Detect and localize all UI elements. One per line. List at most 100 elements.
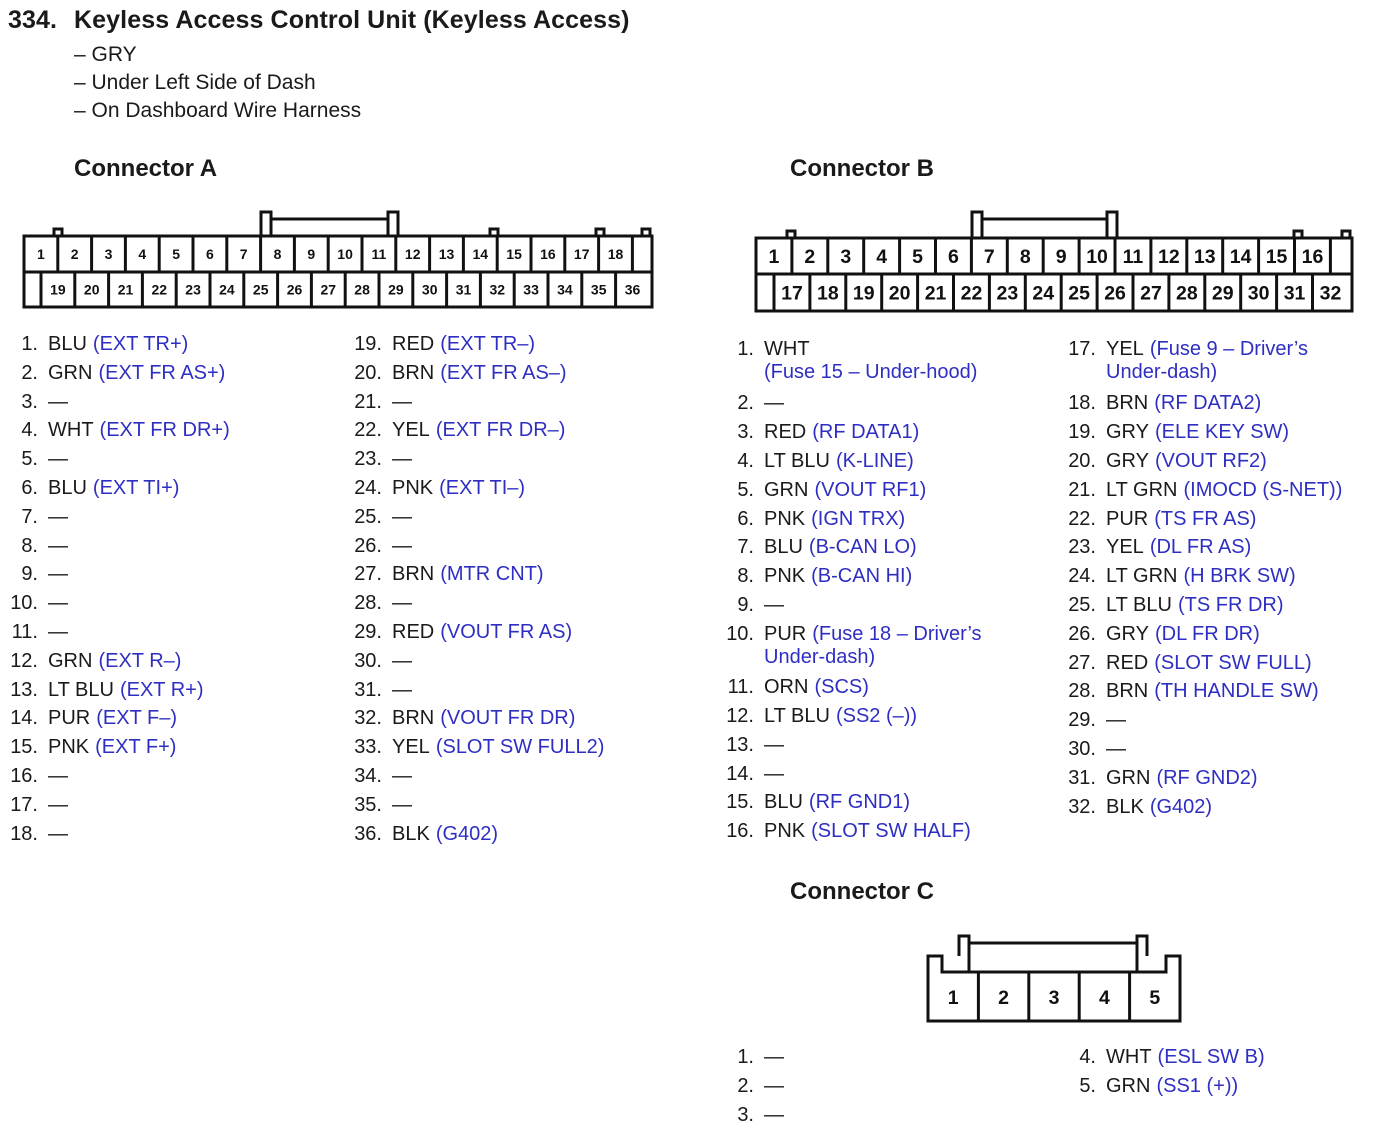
pin-entry: 26.GRY(DL FR DR) [1066,620,1260,649]
wire-color: — [392,390,412,413]
wire-color: — [392,592,412,615]
connector-a-cavity-label: 10 [337,246,353,262]
wire-color: LT GRN [1106,565,1178,587]
connector-a-cavity-label: 23 [185,282,201,298]
pin-number: 17. [10,793,38,816]
connector-a-cavity-label: 29 [388,282,404,298]
pin-function: (B-CAN HI) [811,565,913,587]
pin-function: (TH HANDLE SW) [1154,680,1319,702]
pin-number: 26. [1068,623,1096,645]
connector-b-title: Connector B [790,155,934,182]
connector-a-cavity-label: 7 [240,246,248,262]
connector-b-cavity-label: 8 [1020,246,1031,268]
connector-a-notch [594,227,606,236]
connector-c-cavity-label: 3 [1049,987,1060,1009]
wire-color: GRY [1106,623,1149,645]
pin-number: 31. [1068,767,1096,789]
pin-function: (EXT TR+) [92,333,189,355]
wire-color: — [48,592,68,615]
connector-c-latch-left [957,934,971,972]
pin-entry: 22.YEL(EXT FR DR–) [348,416,565,445]
pin-entry: 24.LT GRN(H BRK SW) [1066,562,1296,591]
pin-number: 1. [737,338,754,360]
pin-function: (EXT TI–) [439,477,526,499]
wire-color: GRN [1106,1075,1151,1097]
connector-a-cavity-label: 35 [591,282,607,298]
pin-entry: 28. — [348,589,412,618]
pin-number: 10. [10,592,38,615]
wire-color: — [764,594,784,616]
pin-entry: 28.BRN(TH HANDLE SW) [1066,677,1319,706]
pin-function: (RF DATA2) [1154,392,1262,414]
connector-b-cavity-label: 23 [996,283,1018,305]
pin-number: 19. [1068,421,1096,443]
pin-function: (EXT F+) [95,736,177,759]
pin-function: (SLOT SW FULL2) [435,736,605,759]
pin-entry: 7.BLU(B-CAN LO) [724,533,916,562]
pin-entry: 36.BLK(G402) [348,820,498,849]
pin-entry: 12.LT BLU(SS2 (–)) [724,702,917,731]
pin-function: (EXT FR AS–) [440,361,567,384]
pin-number: 28. [354,592,382,615]
pin-entry: 14.PUR(EXT F–) [8,704,177,733]
pin-number: 1. [21,333,38,355]
connector-b-cavity-label: 28 [1176,283,1198,305]
connector-a-cavity-label: 21 [118,282,134,298]
wire-color: — [392,448,412,471]
pin-entry: 17.— [8,791,68,820]
pin-entry: 4.LT BLU(K-LINE) [724,447,913,476]
pin-number: 19. [354,333,382,355]
pin-entry: 35.— [348,791,412,820]
pin-number: 3. [21,390,38,413]
wire-color: GRY [1106,421,1149,443]
pin-number: 3. [737,1104,754,1126]
pin-entry: 16.PNK(SLOT SW HALF) [724,817,971,846]
wire-color: BLU [764,791,803,813]
connector-b-cavity-label: 22 [961,283,983,305]
connector-b-notch [785,229,797,238]
pin-function: (G402) [435,822,499,845]
pin-entry: 8.PNK(B-CAN HI) [724,562,912,591]
wire-color: RED [392,621,435,643]
pin-entry: 15.PNK(EXT F+) [8,733,176,762]
connector-b-cavity-label: 32 [1320,283,1342,305]
pin-number: 33. [354,736,382,759]
pin-number: 4. [737,450,754,472]
pin-function: (RF GND1) [808,791,911,813]
wire-color: — [392,678,412,701]
pin-entry: 27.BRN(MTR CNT) [348,560,543,589]
connector-b-cavity-label: 21 [925,283,947,305]
pin-number: 2. [737,1075,754,1097]
pin-number: 7. [737,536,754,558]
pin-entry: 11.ORN(SCS) [724,673,869,702]
pin-number: 3. [737,421,754,443]
pin-function: (VOUT RF2) [1154,450,1267,472]
pin-function: (SCS) [814,676,869,698]
connector-a-cavity-label: 1 [37,246,45,262]
connector-a-cavity-label: 24 [219,282,235,298]
connector-a-title: Connector A [74,155,218,182]
connector-a-cavity-label: 17 [574,246,590,262]
connector-b-cavity-label: 27 [1140,283,1162,305]
wire-color: BRN [1106,392,1149,414]
pin-entry: 25.— [348,503,412,532]
connector-a-cavity-label: 8 [274,246,282,262]
pin-function: (TS FR AS) [1154,508,1257,530]
connector-b-cavity-label: 6 [948,246,959,268]
connector-b-cavity-label: 11 [1123,246,1144,268]
pin-entry: 23.YEL(DL FR AS) [1066,533,1251,562]
pin-entry: 1.— [724,1043,784,1072]
wire-color: — [48,505,68,528]
connector-b-cavity-label: 4 [876,246,887,268]
wire-color: — [392,505,412,528]
wire-color: BRN [1106,680,1149,702]
connector-c-cavity-label: 1 [948,987,959,1009]
detail-harness: – On Dashboard Wire Harness [74,99,362,122]
pin-number: 12. [10,649,38,672]
pin-function: (SS2 (–)) [835,705,918,727]
wire-color: YEL [392,419,430,442]
wire-color: GRN [48,361,93,384]
wire-color: GRN [1106,767,1151,789]
wire-color: — [764,1104,784,1126]
